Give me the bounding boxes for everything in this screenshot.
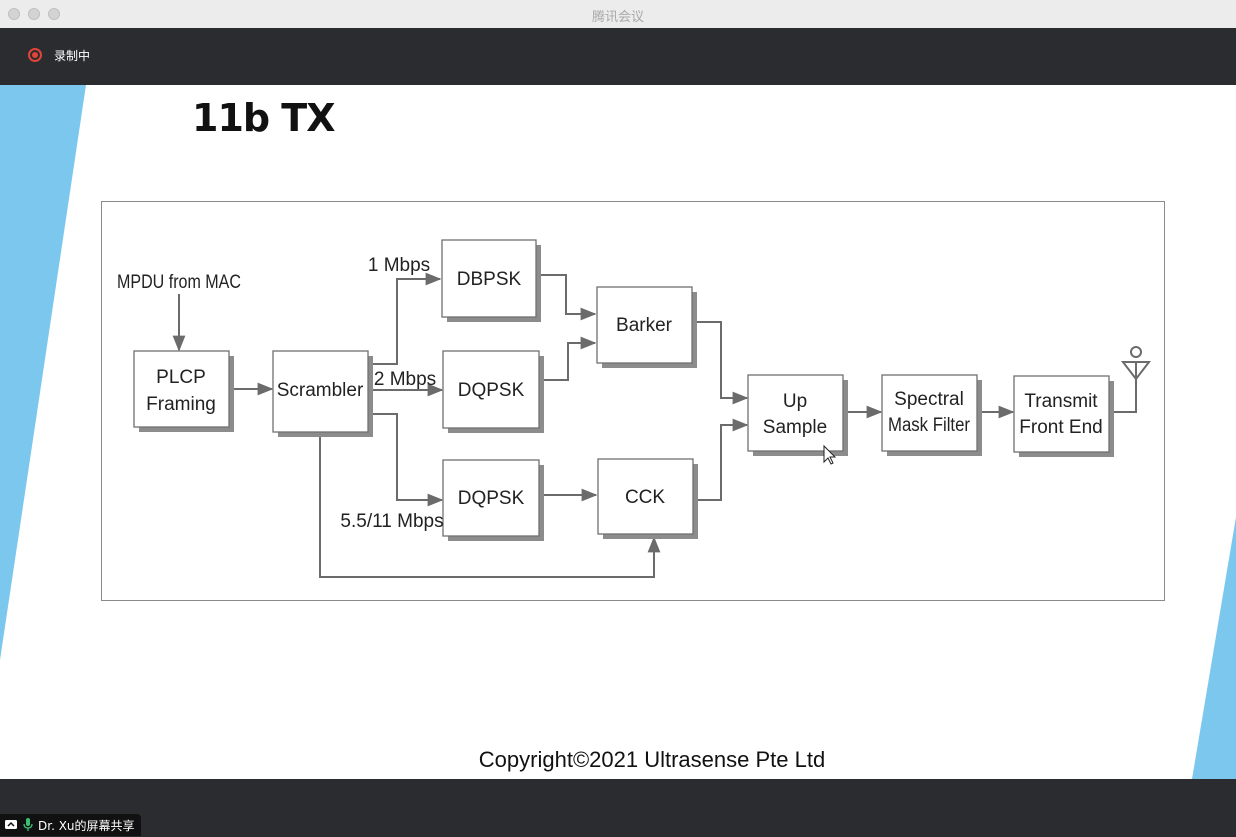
barker-block	[596, 286, 693, 364]
antenna-icon	[1120, 346, 1152, 412]
scrambler-label: Scrambler	[277, 380, 364, 401]
slide-decoration	[0, 85, 1236, 779]
dqpsk-2mbps-label: DQPSK	[458, 380, 525, 401]
screen-share-icon	[5, 820, 17, 829]
microphone-icon[interactable]	[23, 818, 33, 832]
barker-label: Barker	[616, 315, 673, 336]
input-label: MPDU from MAC	[117, 272, 241, 293]
blocks	[133, 239, 1110, 537]
front-end-label: Front End	[1019, 417, 1102, 438]
connectors	[172, 272, 1137, 578]
close-window-button[interactable]	[8, 8, 20, 20]
sample-label: Sample	[763, 417, 827, 438]
dbpsk-label: DBPSK	[457, 269, 522, 290]
scrambler-block	[272, 350, 369, 433]
rate-2mbps-label: 2 Mbps	[374, 369, 436, 390]
screen-share-indicator[interactable]: Dr. Xu的屏幕共享	[0, 814, 141, 836]
slide-title: 11b TX	[192, 96, 336, 140]
recording-status[interactable]: 录制中	[54, 49, 91, 63]
up-label: Up	[783, 391, 807, 412]
dbpsk-block	[441, 239, 537, 318]
cck-block	[597, 458, 694, 535]
mask-filter-label: Mask Filter	[888, 415, 971, 436]
mouse-cursor-icon	[823, 444, 837, 465]
spectral-mask-filter-block	[881, 374, 978, 452]
up-sample-block	[747, 374, 844, 452]
plcp-label: PLCP	[156, 367, 206, 388]
right-blue-stripe	[1192, 517, 1236, 779]
bottom-bar: Dr. Xu的屏幕共享	[0, 779, 1236, 837]
dqpsk-2mbps-block	[442, 350, 540, 429]
copyright-text: Copyright©2021 Ultrasense Pte Ltd	[478, 747, 826, 772]
transmit-label: Transmit	[1024, 391, 1098, 412]
window-titlebar: 腾讯会议	[0, 0, 1236, 29]
record-icon[interactable]	[28, 48, 42, 62]
rate-cck-label: 5.5/11 Mbps	[340, 511, 443, 532]
rate-1mbps-label: 1 Mbps	[368, 255, 430, 276]
plcp-framing-block	[133, 350, 230, 428]
zoom-window-button[interactable]	[48, 8, 60, 20]
dqpsk-cck-block	[442, 459, 540, 537]
shared-slide: 11b TX	[0, 85, 1236, 779]
transmit-front-end-block	[1013, 375, 1110, 453]
minimize-window-button[interactable]	[28, 8, 40, 20]
meeting-toolbar: 录制中	[0, 28, 1236, 85]
left-blue-stripe	[0, 85, 86, 660]
dqpsk-cck-label: DQPSK	[458, 488, 525, 509]
window-title: 腾讯会议	[591, 10, 644, 25]
framing-label: Framing	[146, 394, 216, 415]
spectral-label: Spectral	[894, 389, 964, 410]
screen-share-label: Dr. Xu的屏幕共享	[38, 818, 135, 833]
tx-block-diagram: MPDU from MAC PLCP Framing Scrambler DBP…	[117, 239, 1152, 578]
cck-label: CCK	[625, 487, 665, 508]
diagram-frame: MPDU from MAC PLCP Framing Scrambler DBP…	[101, 201, 1165, 601]
